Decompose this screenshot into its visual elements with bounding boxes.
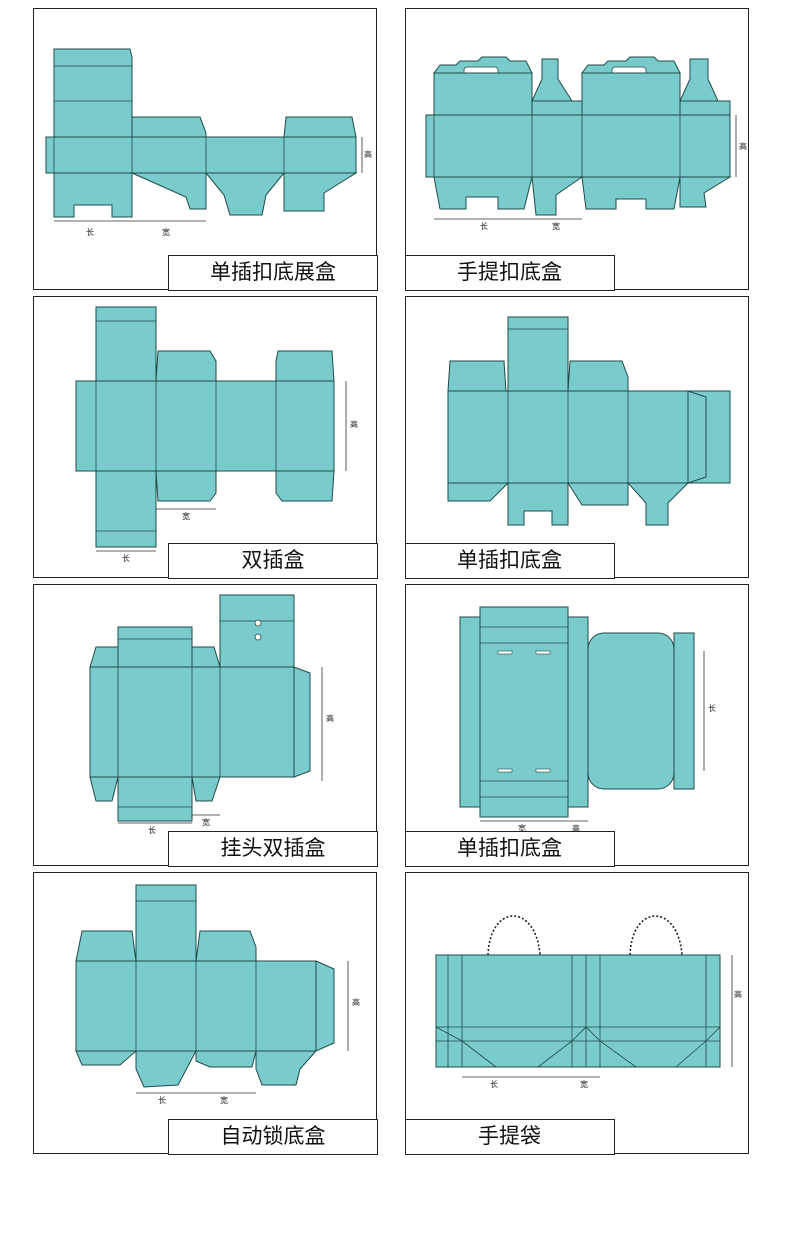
panel-caption: 单插扣底展盒	[168, 254, 378, 291]
dieline-diagram: 宽 高 长	[459, 606, 716, 833]
length-label: 长	[708, 703, 716, 713]
width-label: 宽	[518, 823, 526, 833]
panel-caption: 单插扣底盒	[404, 830, 615, 867]
panel-double-tuck-box: 长 宽 高 双插盒	[33, 296, 378, 579]
height-label: 高	[739, 141, 747, 151]
width-label: 宽	[182, 511, 190, 521]
panel-caption: 手提袋	[404, 1118, 615, 1155]
width-label: 宽	[202, 817, 210, 827]
panel-display-box: 长 宽 高 单插扣底展盒	[33, 8, 378, 291]
panel-handle-box: 长 宽 高 手提扣底盒	[404, 8, 749, 291]
dieline-diagram: 长 宽 高	[75, 884, 360, 1105]
dieline-diagram: 长 宽 高	[89, 594, 334, 835]
panel-caption: 挂头双插盒	[168, 830, 378, 867]
dieline-diagram: 长 宽 高	[45, 48, 372, 237]
panel-snap-bottom-box-2: 宽 高 长 单插扣底盒	[404, 584, 749, 867]
width-label: 宽	[580, 1079, 588, 1089]
height-label: 高	[364, 149, 372, 159]
height-label: 高	[352, 997, 360, 1007]
panel-hanger-double-tuck-box: 长 宽 高 挂头双插盒	[33, 584, 378, 867]
width-label: 宽	[220, 1095, 228, 1105]
length-label: 长	[480, 221, 488, 231]
length-label: 长	[490, 1079, 498, 1089]
dieline-diagram	[447, 316, 731, 526]
panel-caption: 手提扣底盒	[404, 254, 615, 291]
height-label: 高	[350, 419, 358, 429]
length-label: 长	[122, 553, 130, 563]
dieline-diagram: 长 宽 高	[75, 306, 358, 563]
length-label: 长	[148, 825, 156, 835]
height-label: 高	[326, 713, 334, 723]
panel-handbag: 长 宽 高 手提袋	[404, 872, 749, 1155]
dieline-diagram: 长 宽 高	[425, 56, 747, 231]
dieline-diagram: 长 宽 高	[435, 915, 742, 1089]
height-label: 高	[572, 823, 580, 833]
length-label: 长	[86, 227, 94, 237]
width-label: 宽	[552, 221, 560, 231]
panel-auto-lock-bottom-box: 长 宽 高 自动锁底盒	[33, 872, 378, 1155]
length-label: 长	[158, 1095, 166, 1105]
panel-caption: 双插盒	[168, 542, 378, 579]
panel-caption: 自动锁底盒	[168, 1118, 378, 1155]
height-label: 高	[734, 989, 742, 999]
panel-caption: 单插扣底盒	[404, 542, 615, 579]
panel-snap-bottom-box: 单插扣底盒	[404, 296, 749, 579]
width-label: 宽	[162, 227, 170, 237]
